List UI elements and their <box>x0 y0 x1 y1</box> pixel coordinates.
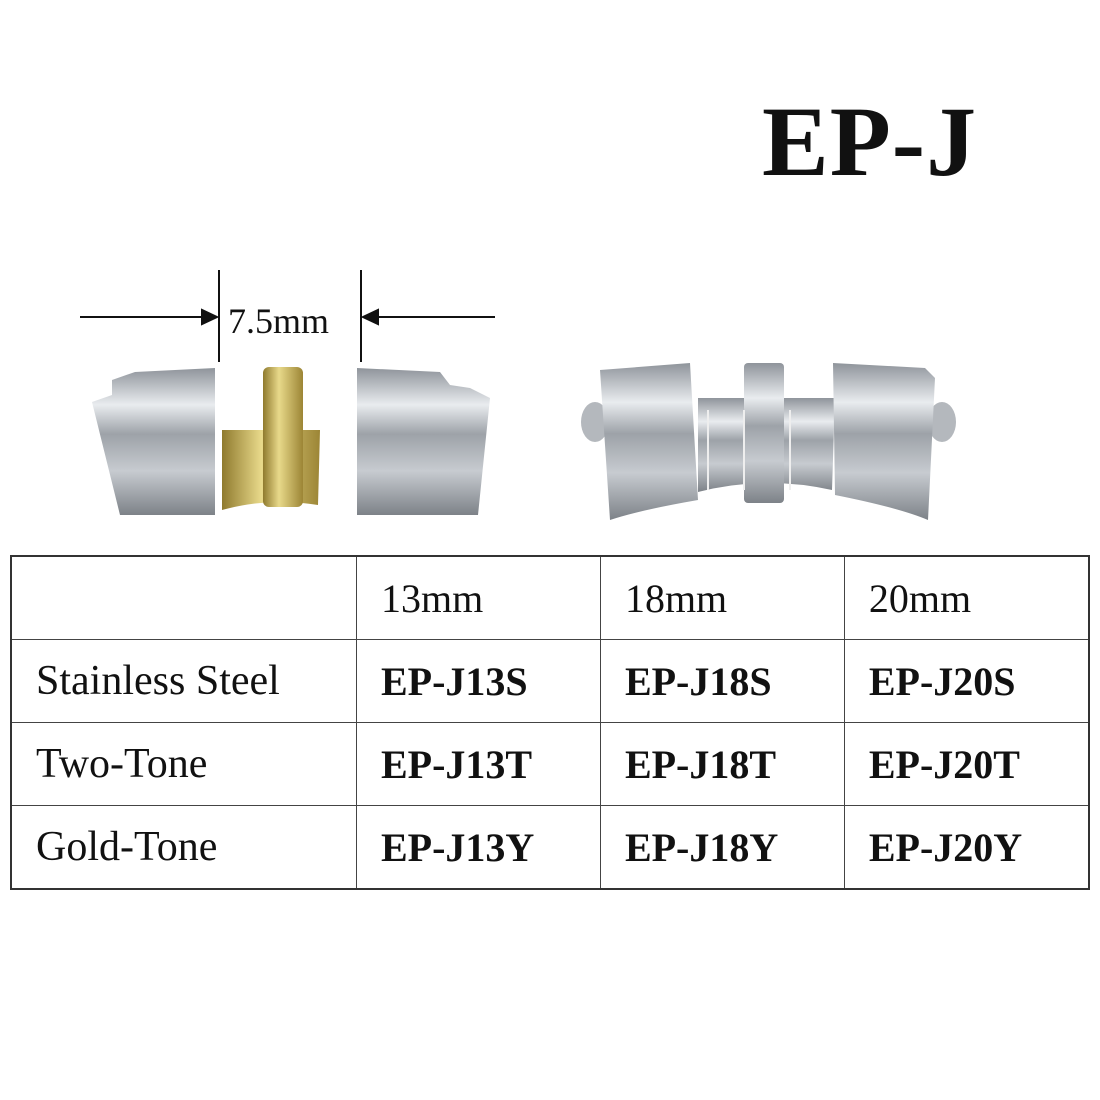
header-cell: 20mm <box>843 555 1090 640</box>
part-code: EP-J18Y <box>599 805 845 890</box>
table-row: Two-Tone EP-J13T EP-J18T EP-J20T <box>10 722 1090 806</box>
row-label: Two-Tone <box>10 722 357 806</box>
row-label: Stainless Steel <box>10 639 357 723</box>
header-cell: 18mm <box>599 555 845 640</box>
dimension-indicator <box>80 270 495 362</box>
part-code: EP-J20S <box>843 639 1090 723</box>
header-cell <box>10 555 357 640</box>
part-code: EP-J13T <box>356 722 601 806</box>
part-number-table: 13mm 18mm 20mm Stainless Steel EP-J13S E… <box>10 555 1090 890</box>
part-code: EP-J18S <box>599 639 845 723</box>
stainless-steel-end-link-image <box>581 363 956 520</box>
table-header-row: 13mm 18mm 20mm <box>10 555 1090 640</box>
part-code: EP-J13S <box>356 639 601 723</box>
width-dimension-label: 7.5mm <box>228 301 330 341</box>
header-cell: 13mm <box>356 555 601 640</box>
row-label: Gold-Tone <box>10 805 357 890</box>
part-code: EP-J20Y <box>843 805 1090 890</box>
product-title: EP-J <box>762 86 978 197</box>
table-row: Stainless Steel EP-J13S EP-J18S EP-J20S <box>10 639 1090 723</box>
part-code: EP-J13Y <box>356 805 601 890</box>
part-code: EP-J20T <box>843 722 1090 806</box>
table-row: Gold-Tone EP-J13Y EP-J18Y EP-J20Y <box>10 805 1090 890</box>
product-images <box>80 270 956 520</box>
part-code: EP-J18T <box>599 722 845 806</box>
two-tone-end-link-image <box>92 367 490 515</box>
